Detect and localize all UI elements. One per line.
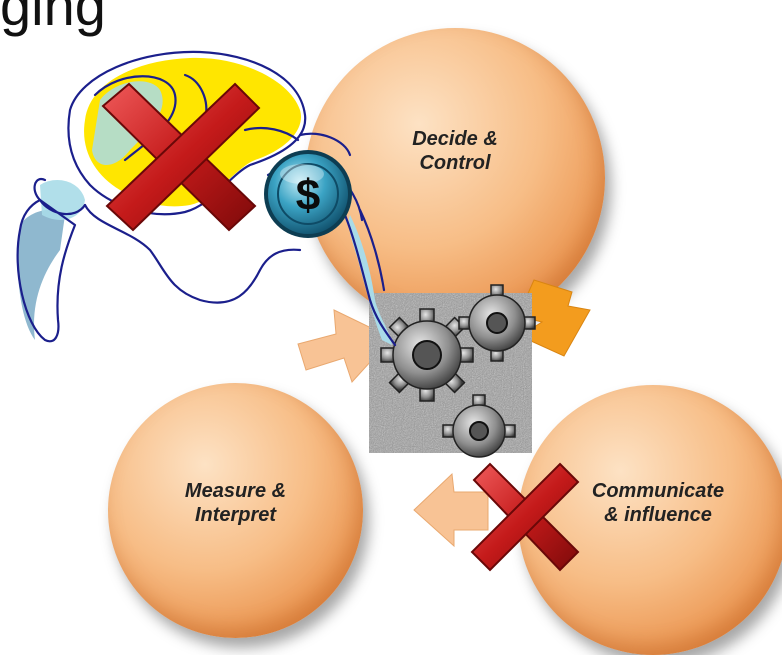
cross-mark-icon-top xyxy=(101,82,261,232)
communicate-influence-label: Communicate & influence xyxy=(591,479,725,526)
cross-mark-icon-bottom xyxy=(470,462,580,572)
dollar-coin-icon: $ xyxy=(264,150,352,238)
gears-icon xyxy=(369,284,536,458)
dollar-symbol: $ xyxy=(296,171,320,220)
measure-interpret-label: Measure & Interpret xyxy=(184,480,287,526)
measure-interpret-circle: Measure & Interpret xyxy=(108,383,363,638)
page-title-fragment: ging xyxy=(0,0,106,37)
communicate-influence-circle: Communicate & influence xyxy=(518,385,782,655)
decide-control-label: Decide & Control xyxy=(412,127,498,174)
arrow-communicate-to-measure xyxy=(413,472,489,548)
